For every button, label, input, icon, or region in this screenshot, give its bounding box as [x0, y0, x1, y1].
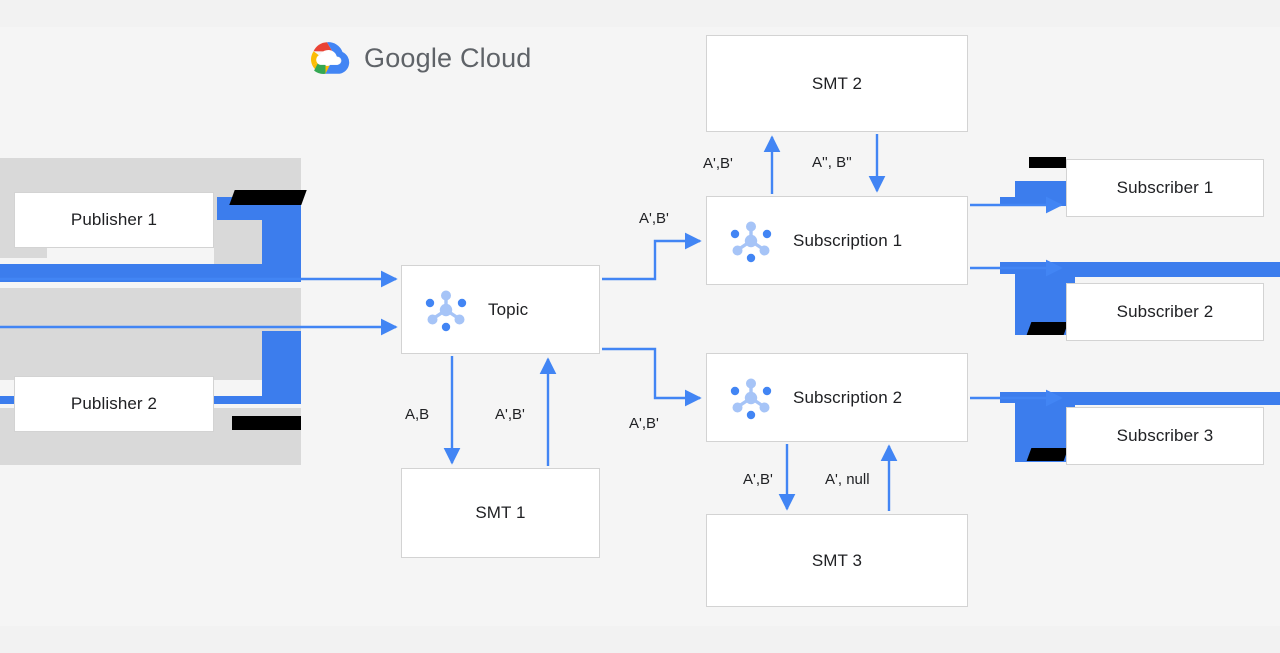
node-publisher-2[interactable]: Publisher 2 [14, 376, 214, 432]
node-subscription-2[interactable]: Subscription 2 [706, 353, 968, 442]
overlay-blue-bar-right-3b [1000, 392, 1280, 403]
node-subscriber-1[interactable]: Subscriber 1 [1066, 159, 1264, 217]
edge-label-topic-to-sub1: A',B' [639, 210, 669, 227]
pubsub-icon [730, 378, 772, 419]
node-label-subscriber-2: Subscriber 2 [1116, 302, 1214, 321]
node-label-topic: Topic [488, 299, 529, 319]
overlay-blue-block-left-2 [262, 331, 301, 400]
node-label-smt-1: SMT 1 [475, 503, 526, 522]
edge-topic-subscription1 [602, 232, 702, 281]
node-label-subscription-1: Subscription 1 [793, 230, 903, 250]
node-publisher-1[interactable]: Publisher 1 [14, 192, 214, 248]
node-label-publisher-1: Publisher 1 [70, 210, 158, 229]
edge-label-sub1-to-smt2: A',B' [703, 155, 733, 172]
node-smt-2[interactable]: SMT 2 [706, 35, 968, 132]
pubsub-icon [730, 221, 772, 262]
overlay-gray-panel-4 [0, 288, 301, 380]
node-label-subscription-2: Subscription 2 [793, 387, 903, 407]
redaction-mark-left-2 [232, 416, 301, 430]
node-label-subscriber-1: Subscriber 1 [1116, 178, 1214, 197]
google-cloud-logo-icon [311, 42, 350, 74]
node-label-smt-2: SMT 2 [811, 73, 863, 93]
overlay-blue-block-left-1 [262, 220, 301, 282]
overlay-blue-bar-right-1 [1000, 197, 1075, 206]
overlay-blue-bar-left-1 [0, 264, 262, 282]
redaction-mark-right-1 [1029, 157, 1066, 168]
edge-label-smt3-to-sub2: A', null [825, 471, 870, 488]
pubsub-icon [425, 290, 467, 331]
node-smt-3[interactable]: SMT 3 [706, 514, 968, 607]
node-subscription-1[interactable]: Subscription 1 [706, 196, 968, 285]
google-cloud-wordmark: Google Cloud [364, 42, 532, 73]
edge-label-topic-to-smt1: A,B [405, 406, 430, 423]
bottom-strip [0, 626, 1280, 653]
edge-label-smt2-to-sub1: A'', B'' [812, 154, 852, 171]
node-subscriber-2[interactable]: Subscriber 2 [1066, 283, 1264, 341]
edge-topic-subscription2 [602, 347, 702, 407]
edge-label-sub2-to-smt3: A',B' [743, 471, 773, 488]
overlay-gray-panel-7 [0, 432, 301, 465]
node-topic[interactable]: Topic [401, 265, 600, 354]
edge-label-topic-to-sub2: A',B' [629, 415, 659, 432]
edge-label-smt1-to-topic: A',B' [495, 406, 525, 423]
node-label-publisher-2: Publisher 2 [70, 394, 158, 413]
node-label-subscriber-3: Subscriber 3 [1116, 426, 1214, 445]
google-cloud-logo: Google Cloud [306, 40, 532, 76]
node-subscriber-3[interactable]: Subscriber 3 [1066, 407, 1264, 465]
node-smt-1[interactable]: SMT 1 [401, 468, 600, 558]
node-label-smt-3: SMT 3 [811, 550, 863, 570]
